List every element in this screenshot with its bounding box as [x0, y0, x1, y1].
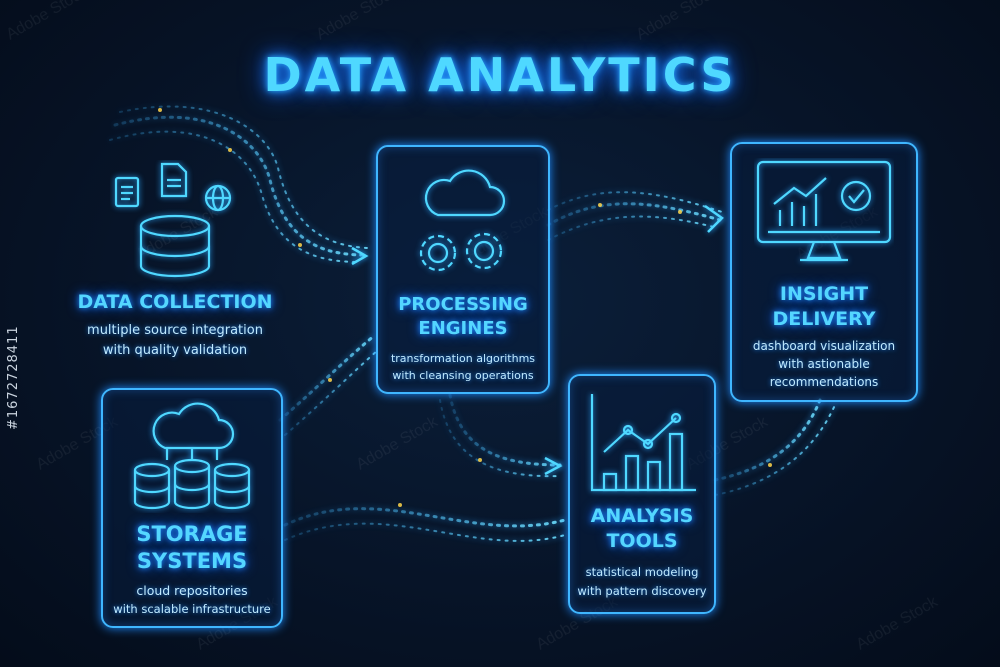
- data-collection-desc-line1: multiple source integration: [87, 323, 263, 338]
- data-collection-title: DATA COLLECTION: [77, 291, 273, 313]
- arrow-to-insight: [704, 204, 724, 233]
- insight-desc-line2: with astionable: [778, 357, 870, 371]
- gear-icon: [419, 234, 457, 272]
- storage-systems-card: STORAGE SYSTEMS cloud repositories with …: [101, 388, 283, 628]
- data-collection-icon: [114, 162, 232, 278]
- data-collection-desc-line2: with quality validation: [102, 343, 248, 358]
- flow-storage-to-analysis: [283, 507, 567, 528]
- storage-desc-line1: cloud repositories: [136, 583, 248, 598]
- checkmark-icon: [840, 180, 872, 212]
- cloud-database-icon: [133, 402, 251, 510]
- processing-desc-line1: transformation algorithms: [390, 352, 536, 365]
- analysis-title-line2: TOOLS: [606, 530, 678, 552]
- page-title: DATA ANALYTICS: [263, 48, 737, 102]
- gear-icon-2: [465, 232, 503, 270]
- insight-desc-line3: recommendations: [769, 375, 879, 389]
- cloud-gears-icon: [419, 169, 506, 272]
- analysis-title-line1: ANALYSIS: [590, 505, 694, 527]
- flow-storage-to-processing: [278, 333, 377, 422]
- analysis-desc-line1: statistical modeling: [585, 565, 699, 579]
- globe-icon: [204, 184, 232, 212]
- storage-title-line1: STORAGE: [136, 522, 248, 546]
- arrow-to-processing: [351, 246, 369, 266]
- arrow-to-analysis: [544, 456, 563, 476]
- insight-desc-line1: dashboard visualization: [752, 339, 896, 353]
- monitor-chart-icon: [756, 160, 892, 262]
- flow-analysis-to-insight: [713, 398, 822, 482]
- processing-title-line1: PROCESSING: [398, 294, 528, 315]
- storage-title-line2: SYSTEMS: [136, 549, 248, 573]
- analysis-tools-card: ANALYSIS TOOLS statistical modeling with…: [568, 374, 716, 614]
- processing-engines-card: PROCESSING ENGINES transformation algori…: [376, 145, 550, 394]
- flow-processing-to-analysis: [448, 393, 562, 467]
- database-icon: [139, 214, 211, 278]
- insight-delivery-card: INSIGHT DELIVERY dashboard visualization…: [730, 142, 918, 402]
- cloud-icon: [152, 402, 235, 450]
- processing-title-line2: ENGINES: [418, 318, 508, 339]
- bar-line-chart-icon: [590, 394, 696, 492]
- flow-collection-to-processing: [113, 115, 367, 257]
- processing-desc-line2: with cleansing operations: [392, 369, 534, 382]
- cloud-icon: [424, 169, 506, 217]
- file-icon: [160, 162, 188, 198]
- document-icon: [114, 176, 140, 208]
- flow-processing-to-insight: [546, 202, 722, 227]
- stock-image-id: #1672728411: [6, 325, 21, 430]
- storage-desc-line2: with scalable infrastructure: [113, 602, 271, 616]
- analysis-desc-line2: with pattern discovery: [577, 584, 707, 598]
- database-icon: [133, 458, 251, 510]
- insight-title-line2: DELIVERY: [772, 308, 876, 330]
- insight-title-line1: INSIGHT: [779, 283, 869, 305]
